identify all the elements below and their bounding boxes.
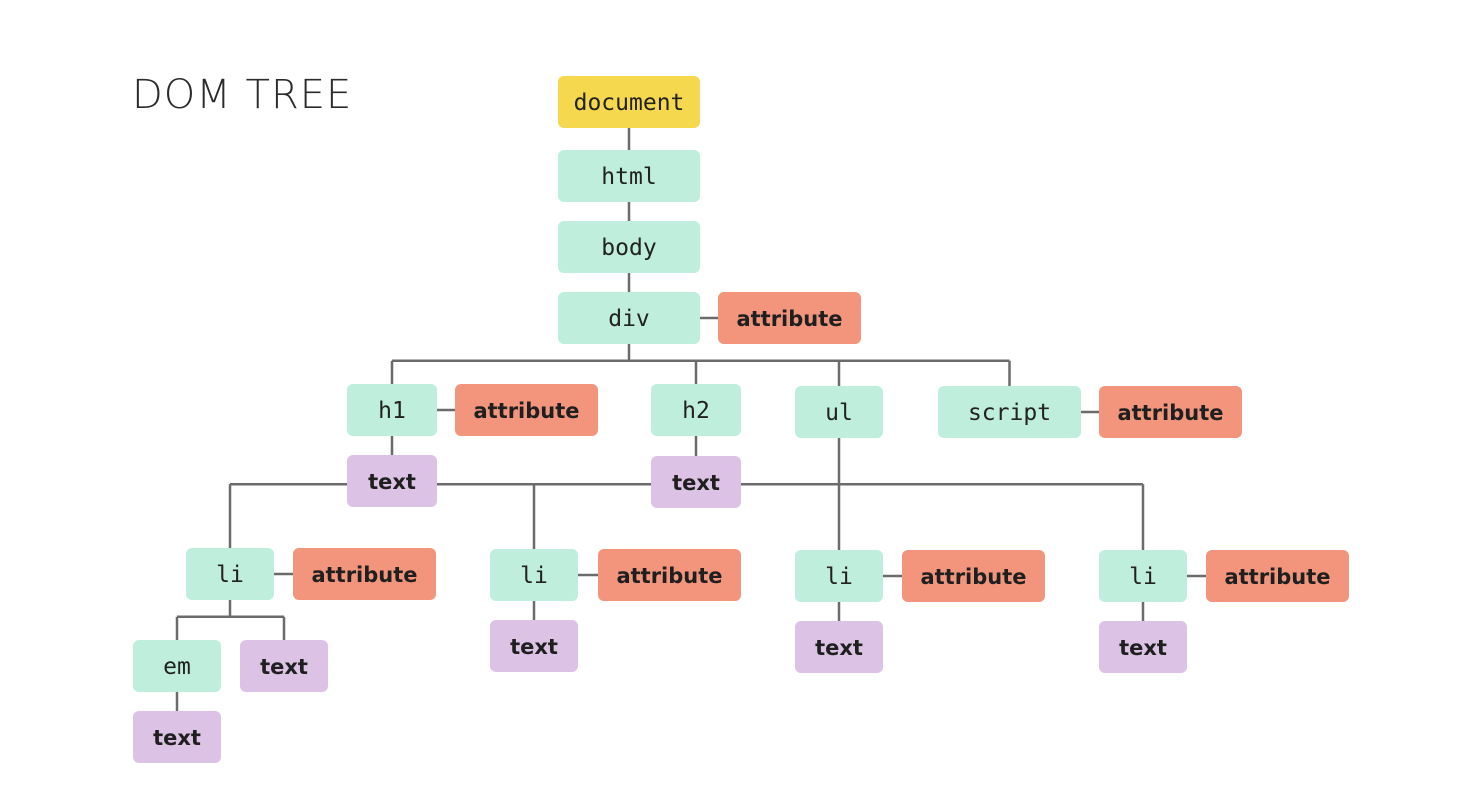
text-node-h2-text: text — [651, 456, 741, 508]
text-box — [240, 640, 328, 692]
element-box — [795, 550, 883, 602]
element-node-script: script — [938, 386, 1081, 438]
element-node-div: div — [558, 292, 700, 344]
attribute-label: attribute — [1117, 401, 1223, 425]
text-label: text — [153, 726, 201, 750]
element-node-li4: li — [1099, 550, 1187, 602]
element-node-li2: li — [490, 549, 578, 601]
text-node-li1-text: text — [240, 640, 328, 692]
element-node-li1: li — [186, 548, 274, 600]
element-node-em: em — [133, 640, 221, 692]
element-label: div — [608, 306, 650, 332]
element-box — [490, 549, 578, 601]
attribute-box — [718, 292, 861, 344]
attribute-box — [293, 548, 436, 600]
element-label: ul — [825, 400, 853, 426]
attribute-node-li1-attr: attribute — [293, 548, 436, 600]
element-box — [558, 292, 700, 344]
tree-nodes: document html body div attribute h1 attribute t… — [133, 76, 1349, 763]
attribute-box — [1206, 550, 1349, 602]
attribute-node-li2-attr: attribute — [598, 549, 741, 601]
element-box — [558, 221, 700, 273]
element-box — [938, 386, 1081, 438]
element-box — [651, 384, 741, 436]
attribute-node-div-attr: attribute — [718, 292, 861, 344]
element-node-ul: ul — [795, 386, 883, 438]
attribute-box — [1099, 386, 1242, 438]
element-box — [133, 640, 221, 692]
element-node-li3: li — [795, 550, 883, 602]
attribute-node-li3-attr: attribute — [902, 550, 1045, 602]
element-box — [186, 548, 274, 600]
text-label: text — [1119, 636, 1167, 660]
text-box — [490, 620, 578, 672]
connector-lines — [175, 128, 1206, 711]
attribute-box — [902, 550, 1045, 602]
element-label: h2 — [682, 398, 710, 424]
text-node-li2-text: text — [490, 620, 578, 672]
element-box — [347, 384, 437, 436]
element-box — [558, 150, 700, 202]
attribute-box — [598, 549, 741, 601]
element-label: li — [1129, 564, 1157, 590]
text-label: text — [260, 655, 308, 679]
attribute-label: attribute — [311, 563, 417, 587]
text-box — [133, 711, 221, 763]
document-label: document — [574, 90, 685, 116]
element-box — [795, 386, 883, 438]
element-label: h1 — [378, 398, 406, 424]
text-label: text — [672, 471, 720, 495]
element-label: li — [825, 564, 853, 590]
attribute-label: attribute — [616, 564, 722, 588]
attribute-label: attribute — [736, 307, 842, 331]
attribute-label: attribute — [920, 565, 1026, 589]
text-box — [795, 621, 883, 673]
document-box — [558, 76, 700, 128]
text-label: text — [815, 636, 863, 660]
element-label: html — [601, 164, 656, 190]
text-box — [651, 456, 741, 508]
element-box — [1099, 550, 1187, 602]
text-node-li4-text: text — [1099, 621, 1187, 673]
text-node-h1-text: text — [347, 455, 437, 507]
element-node-body: body — [558, 221, 700, 273]
attribute-node-script-attr: attribute — [1099, 386, 1242, 438]
text-node-li3-text: text — [795, 621, 883, 673]
attribute-label: attribute — [1224, 565, 1330, 589]
element-label: li — [216, 562, 244, 588]
element-node-h1: h1 — [347, 384, 437, 436]
text-box — [347, 455, 437, 507]
text-label: text — [510, 635, 558, 659]
text-box — [1099, 621, 1187, 673]
element-node-h2: h2 — [651, 384, 741, 436]
diagram-title: DOM TREE — [132, 72, 353, 118]
element-label: body — [601, 235, 656, 261]
element-label: em — [163, 654, 191, 680]
text-label: text — [368, 470, 416, 494]
attribute-label: attribute — [473, 399, 579, 423]
text-node-em-text: text — [133, 711, 221, 763]
attribute-node-h1-attr: attribute — [455, 384, 598, 436]
element-node-html: html — [558, 150, 700, 202]
attribute-node-li4-attr: attribute — [1206, 550, 1349, 602]
document-node-document: document — [558, 76, 700, 128]
element-label: script — [968, 400, 1051, 426]
attribute-box — [455, 384, 598, 436]
element-label: li — [520, 563, 548, 589]
